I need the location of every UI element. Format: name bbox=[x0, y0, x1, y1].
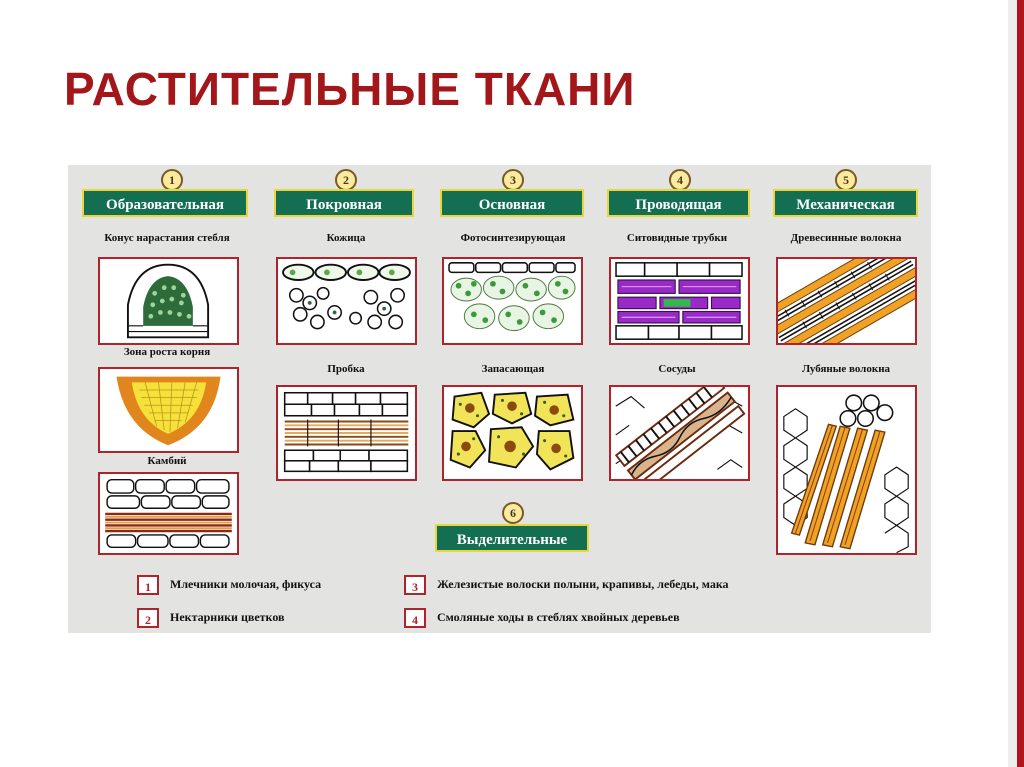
sublabel: Камбий bbox=[82, 455, 252, 467]
category-label: Механическая bbox=[773, 189, 918, 217]
photosynthetic-drawing bbox=[444, 259, 581, 343]
tissues-diagram: 1 Образовательная Конус нарастания стебл… bbox=[68, 165, 931, 633]
cork-drawing bbox=[278, 387, 415, 479]
legend-item: Млечники молочая, фикуса bbox=[170, 577, 321, 592]
sublabel: Ситовидные трубки bbox=[592, 232, 762, 244]
number-badge: 4 bbox=[669, 169, 691, 191]
legend-number: 4 bbox=[404, 608, 426, 628]
category-label: Основная bbox=[440, 189, 584, 217]
epidermis-drawing bbox=[278, 259, 415, 343]
legend-number: 1 bbox=[137, 575, 159, 595]
sublabel: Пробка bbox=[261, 363, 431, 375]
tissue-image bbox=[98, 472, 239, 555]
tissue-image bbox=[776, 257, 917, 345]
cambium-drawing bbox=[100, 474, 237, 553]
storage-drawing bbox=[444, 387, 581, 479]
legend-number: 3 bbox=[404, 575, 426, 595]
number-badge: 6 bbox=[502, 502, 524, 524]
number-badge: 1 bbox=[161, 169, 183, 191]
number-badge: 5 bbox=[835, 169, 857, 191]
stem-apex-drawing bbox=[100, 259, 237, 343]
vessels-drawing bbox=[611, 387, 748, 479]
number-badge: 2 bbox=[335, 169, 357, 191]
category-label: Проводящая bbox=[607, 189, 750, 217]
legend-number: 2 bbox=[137, 608, 159, 628]
sublabel: Конус нарастания стебля bbox=[82, 232, 252, 244]
category-label: Образовательная bbox=[82, 189, 248, 217]
sublabel: Фотосинтезирующая bbox=[428, 232, 598, 244]
tissue-image bbox=[776, 385, 917, 555]
slide-title: РАСТИТЕЛЬНЫЕ ТКАНИ bbox=[64, 62, 635, 116]
tissue-image bbox=[98, 257, 239, 345]
tissue-image bbox=[609, 385, 750, 481]
sublabel: Кожица bbox=[261, 232, 431, 244]
accent-bar bbox=[1008, 0, 1024, 767]
sublabel: Сосуды bbox=[592, 363, 762, 375]
legend-item: Нектарники цветков bbox=[170, 610, 285, 625]
tissue-image bbox=[276, 385, 417, 481]
tissue-image bbox=[442, 257, 583, 345]
tissue-image bbox=[442, 385, 583, 481]
legend-item: Смоляные ходы в стеблях хвойных деревьев bbox=[437, 610, 680, 625]
sieve-tubes-drawing bbox=[611, 259, 748, 343]
category-label: Выделительные bbox=[435, 524, 589, 552]
wood-fibers-drawing bbox=[778, 259, 915, 343]
tissue-image bbox=[276, 257, 417, 345]
sublabel: Запасающая bbox=[428, 363, 598, 375]
sublabel: Лубяные волокна bbox=[761, 363, 931, 375]
sublabel: Древесинные волокна bbox=[761, 232, 931, 244]
root-zone-drawing bbox=[100, 369, 237, 451]
tissue-image bbox=[98, 367, 239, 453]
bast-fibers-drawing bbox=[778, 387, 915, 553]
legend-item: Железистые волоски полыни, крапивы, лебе… bbox=[437, 577, 729, 592]
number-badge: 3 bbox=[502, 169, 524, 191]
category-label: Покровная bbox=[274, 189, 414, 217]
tissue-image bbox=[609, 257, 750, 345]
sublabel: Зона роста корня bbox=[82, 346, 252, 358]
